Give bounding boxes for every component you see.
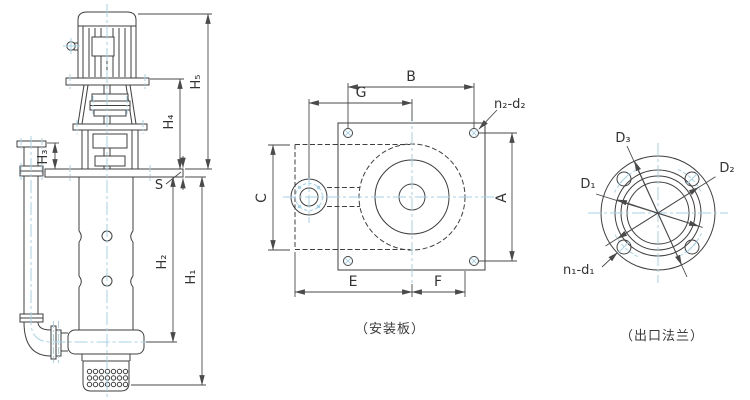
flange-bolt-hole <box>684 171 700 187</box>
discharge-centerline <box>30 136 150 343</box>
dim-d1 <box>616 199 659 214</box>
dim-label-c: C <box>254 193 270 203</box>
corner-bolt-hole <box>469 256 479 266</box>
outlet-flange-view: D₃ D₂ D₁ n₁-d₁ （出口法兰） <box>563 131 735 344</box>
dim-label-g: G <box>356 85 367 101</box>
flange-view-caption: （出口法兰） <box>620 329 704 344</box>
corner-bolt-hole <box>343 128 353 138</box>
pump-column <box>77 177 135 330</box>
dim-label-d2: D₂ <box>719 161 734 176</box>
centerlines-plate <box>283 110 502 284</box>
flange-holes-leader <box>601 252 618 268</box>
plate-corner-bolt-holes <box>343 128 479 266</box>
dim-label-d3: D₃ <box>615 131 630 146</box>
plate-view-caption: （安装板） <box>355 322 425 337</box>
centerlines-side <box>20 4 151 397</box>
dim-label-b: B <box>406 69 416 85</box>
holes-leader <box>478 109 498 130</box>
dim-label-f: F <box>434 274 442 290</box>
plate-dimensions: B G n₂-d₂ A C E F <box>254 69 526 297</box>
flange-holes-label: n₁-d₁ <box>563 263 595 278</box>
dim-label-s: S <box>155 178 163 193</box>
dim-label-a: A <box>494 193 510 203</box>
dim-label-d1: D₁ <box>580 177 595 192</box>
dim-label-h5: H₅ <box>189 75 204 90</box>
dim-label-h4: H₄ <box>162 115 177 130</box>
dim-label-h2: H₂ <box>155 255 170 270</box>
side-dimensions: H₅ H₄ H₃ H₂ H₁ S <box>36 13 212 386</box>
corner-bolt-hole <box>469 128 479 138</box>
corner-bolt-hole <box>343 256 353 266</box>
pump-side-view: H₅ H₄ H₃ H₂ H₁ S <box>16 4 212 397</box>
dim-d2 <box>657 187 699 214</box>
flange-bolt-hole <box>616 171 632 187</box>
suction-strainer <box>81 354 131 392</box>
support-plate <box>72 123 148 131</box>
mounting-plate-view: B G n₂-d₂ A C E F （安装板） <box>254 69 526 337</box>
plate-holes-label: n₂-d₂ <box>494 97 526 112</box>
bearing-housing <box>92 133 128 169</box>
motor-stool <box>72 84 148 170</box>
dim-label-h1: H₁ <box>184 270 199 285</box>
flange-bolt-hole <box>616 239 632 255</box>
flange-bolt-holes <box>616 171 700 255</box>
dim-label-h3: H₃ <box>36 150 51 165</box>
flange-bolt-hole <box>684 239 700 255</box>
dim-d3 <box>633 160 659 214</box>
discharge-elbow <box>23 321 68 360</box>
mounting-plate-side <box>44 168 184 178</box>
flange-dimensions: D₃ D₂ D₁ n₁-d₁ <box>563 131 735 278</box>
dim-label-e: E <box>349 274 358 290</box>
shaft-coupling <box>89 93 131 117</box>
terminal-box <box>91 36 115 57</box>
